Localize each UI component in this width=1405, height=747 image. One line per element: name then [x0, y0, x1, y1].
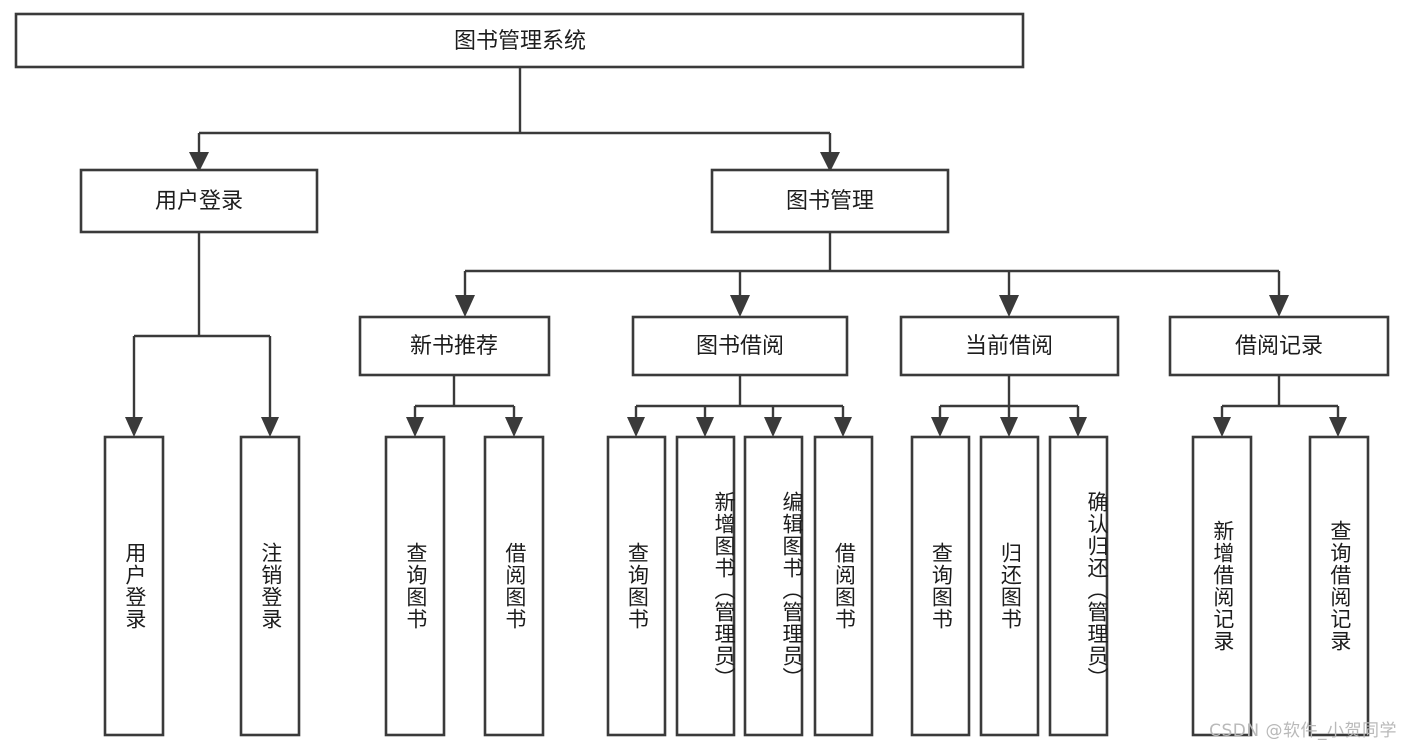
arrowhead-bb-leaf3	[764, 417, 782, 437]
node-root[interactable]: 图书管理系统	[14, 12, 1025, 69]
leaf-box-user-login[interactable]	[103, 435, 165, 737]
csdn-watermark: CSDN @软件_小贺同学	[1209, 721, 1397, 741]
leaf-box-br-add[interactable]	[1191, 435, 1253, 737]
node-borrow-record[interactable]: 借阅记录	[1168, 315, 1390, 377]
arrowhead-user-login	[189, 152, 209, 172]
arrowhead-leaf-user-login	[125, 417, 143, 437]
arrowhead-book-manage	[820, 152, 840, 172]
node-book-borrow[interactable]: 图书借阅	[631, 315, 849, 377]
node-user-login-label: 用户登录	[155, 189, 243, 214]
node-book-borrow-box[interactable]	[631, 315, 849, 377]
leaf-box-nb-query[interactable]	[384, 435, 446, 737]
connector-group-current-borrow-leaves	[931, 375, 1087, 437]
leaf-box-bb-borrow[interactable]	[813, 435, 874, 737]
connector-group-book-manage	[455, 232, 1289, 317]
node-book-manage-label: 图书管理	[786, 189, 874, 214]
arrowhead-br-leaf2	[1329, 417, 1347, 437]
arrowhead-cb-leaf3	[1069, 417, 1087, 437]
leaf-box-bb-edit[interactable]	[743, 435, 804, 737]
arrowhead-leaf-logout	[261, 417, 279, 437]
arrowhead-new-book	[455, 295, 475, 317]
arrowhead-nb-leaf2	[505, 417, 523, 437]
node-current-borrow-box[interactable]	[899, 315, 1120, 377]
leaf-box-logout[interactable]	[239, 435, 301, 737]
arrowhead-bb-leaf2	[696, 417, 714, 437]
node-new-book-label: 新书推荐	[410, 334, 498, 359]
arrowhead-bb-leaf4	[834, 417, 852, 437]
arrowhead-book-borrow	[730, 295, 750, 317]
node-user-login[interactable]: 用户登录	[79, 168, 319, 234]
leaf-box-bb-add[interactable]	[675, 435, 736, 737]
arrowhead-cb-leaf1	[931, 417, 949, 437]
arrowhead-bb-leaf1	[627, 417, 645, 437]
node-book-borrow-label: 图书借阅	[696, 334, 784, 359]
node-book-manage-box[interactable]	[710, 168, 950, 234]
leaf-box-cb-confirm[interactable]	[1048, 435, 1109, 737]
leaf-box-cb-query[interactable]	[910, 435, 971, 737]
arrowhead-borrow-record	[1269, 295, 1289, 317]
node-new-book-recommend[interactable]: 新书推荐	[358, 315, 551, 377]
connector-group-root	[189, 67, 840, 172]
node-current-borrow-label: 当前借阅	[965, 334, 1053, 359]
leaf-box-br-query[interactable]	[1308, 435, 1370, 737]
node-root-box[interactable]	[14, 12, 1025, 69]
node-book-manage[interactable]: 图书管理	[710, 168, 950, 234]
node-user-login-box[interactable]	[79, 168, 319, 234]
arrowhead-br-leaf1	[1213, 417, 1231, 437]
node-current-borrow[interactable]: 当前借阅	[899, 315, 1120, 377]
arrowhead-cb-leaf2	[1000, 417, 1018, 437]
leaf-box-bb-query[interactable]	[606, 435, 667, 737]
arrowhead-current-borrow	[999, 295, 1019, 317]
connector-group-borrow-record-leaves	[1213, 375, 1347, 437]
connector-group-new-book-leaves	[406, 375, 523, 437]
connector-group-book-borrow-leaves	[627, 375, 852, 437]
leaf-box-cb-return[interactable]	[979, 435, 1040, 737]
arrowhead-nb-leaf1	[406, 417, 424, 437]
node-new-book-box[interactable]	[358, 315, 551, 377]
node-borrow-record-label: 借阅记录	[1235, 334, 1323, 359]
connector-group-user-login	[125, 232, 279, 437]
node-root-label: 图书管理系统	[454, 29, 586, 54]
node-borrow-record-box[interactable]	[1168, 315, 1390, 377]
leaf-box-nb-borrow[interactable]	[483, 435, 545, 737]
